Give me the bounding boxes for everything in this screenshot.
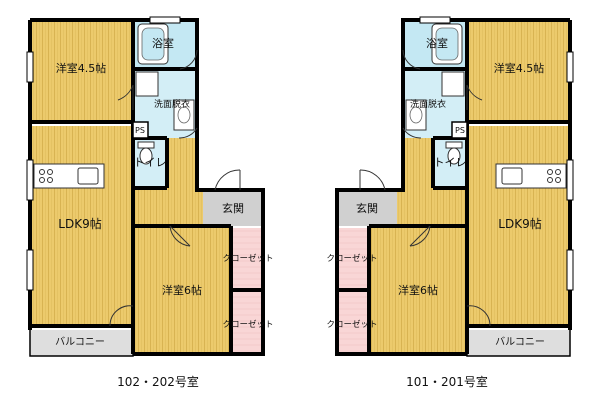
label-toilet: トイレ	[134, 156, 167, 169]
label-entrance: 玄関	[356, 201, 378, 215]
label-washroom: 洗面脱衣	[410, 98, 446, 110]
label-balcony: バルコニー	[55, 336, 105, 348]
label-western-small: 洋室4.5帖	[494, 61, 545, 75]
bathtub-icon	[137, 23, 169, 65]
label-toilet: トイレ	[434, 156, 467, 169]
closet-2-floor	[232, 291, 264, 354]
label-balcony: バルコニー	[495, 336, 545, 348]
room-ldk-floor	[30, 126, 132, 326]
room-western-large-floor	[133, 228, 231, 354]
label-western-large: 洋室6帖	[398, 283, 438, 297]
windows-left	[26, 16, 181, 291]
ps-box	[132, 121, 149, 139]
washbasin-icon	[173, 99, 195, 131]
plan-right: 洋室4.5帖 浴室 洗面脱衣 PS トイレ LDK9帖 玄関 洋室6帖 クローゼ…	[326, 16, 574, 389]
room-western-small-floor	[30, 20, 132, 120]
toilet-icon	[137, 141, 155, 165]
label-ps: PS	[455, 126, 465, 135]
door-swings-left	[109, 49, 241, 327]
label-closet-1: クローゼット	[222, 253, 273, 264]
plan-left: 洋室4.5帖 浴室 洗面脱衣 PS トイレ LDK9帖 玄関 洋室6帖 クローゼ…	[26, 16, 274, 389]
label-entrance: 玄関	[222, 201, 244, 215]
hallway-floor-2	[133, 188, 203, 226]
balcony-floor	[30, 330, 132, 356]
label-bath: 浴室	[152, 36, 174, 50]
label-closet-2: クローゼット	[222, 319, 273, 330]
label-ldk: LDK9帖	[58, 216, 101, 231]
label-closet-2: クローゼット	[326, 319, 377, 330]
kitchen-counter-icon	[33, 163, 105, 189]
washing-machine-icon	[135, 71, 159, 97]
label-bath: 浴室	[426, 36, 448, 50]
label-western-large: 洋室6帖	[162, 283, 202, 297]
label-closet-1: クローゼット	[326, 253, 377, 264]
closet-1-floor	[232, 228, 264, 290]
label-western-small: 洋室4.5帖	[56, 61, 107, 75]
room-entrance-floor	[203, 190, 263, 226]
label-washroom: 洗面脱衣	[154, 98, 190, 110]
plan-caption-left: 102・202号室	[117, 374, 199, 389]
label-ps: PS	[135, 126, 145, 135]
plan-caption-right: 101・201号室	[406, 374, 488, 389]
balcony-outline	[29, 325, 134, 357]
label-ldk: LDK9帖	[498, 216, 541, 231]
